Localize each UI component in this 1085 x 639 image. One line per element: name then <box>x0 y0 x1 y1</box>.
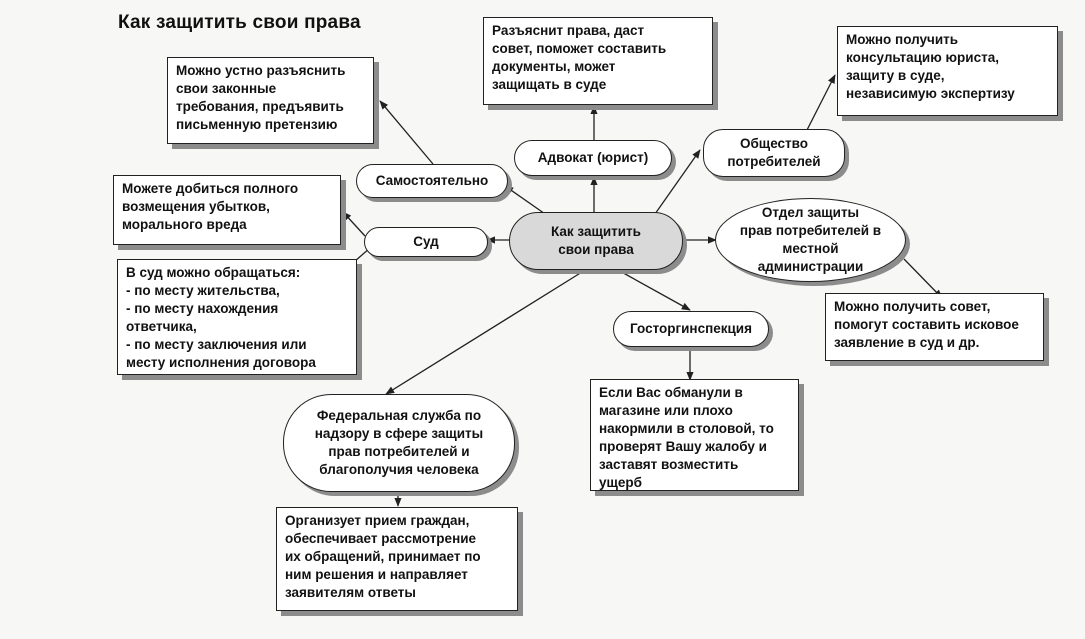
box-gosinspection-info: Если Вас обманули в магазине или плохо н… <box>590 379 799 491</box>
box-court-where: В суд можно обращаться: - по месту жител… <box>117 259 357 375</box>
box-society-info: Можно получить консультацию юриста, защи… <box>837 26 1058 116</box>
link-court-damage <box>342 211 366 237</box>
center-node: Как защитить свои права <box>509 212 683 270</box>
node-society: Общество потребителей <box>703 129 845 177</box>
link-society-box <box>806 74 836 131</box>
diagram-title: Как защитить свои права <box>118 12 361 33</box>
box-lawyer-info: Разъяснит права, даст совет, поможет сос… <box>483 17 713 105</box>
box-court-damage: Можете добиться полного возмещения убытк… <box>113 175 341 245</box>
link-center-gosinspection <box>617 269 691 311</box>
link-center-self <box>504 185 549 217</box>
node-local-admin: Отдел защиты прав потребителей в местной… <box>715 198 906 282</box>
node-lawyer: Адвокат (юрист) <box>514 140 672 176</box>
link-self-box <box>379 100 434 165</box>
box-local-admin-info: Можно получить совет, помогут составить … <box>825 293 1044 361</box>
link-center-society <box>654 149 701 215</box>
node-court: Суд <box>364 227 488 257</box>
box-self-info: Можно устно разъяснить свои законные тре… <box>167 57 374 144</box>
node-gosinspection: Госторгинспекция <box>613 311 769 347</box>
box-federal-info: Организует прием граждан, обеспечивает р… <box>276 507 518 611</box>
link-localadmin-box <box>903 258 943 299</box>
link-center-federal <box>385 271 583 395</box>
node-self: Самостоятельно <box>356 164 508 198</box>
node-federal: Федеральная служба по надзору в сфере за… <box>283 394 515 492</box>
